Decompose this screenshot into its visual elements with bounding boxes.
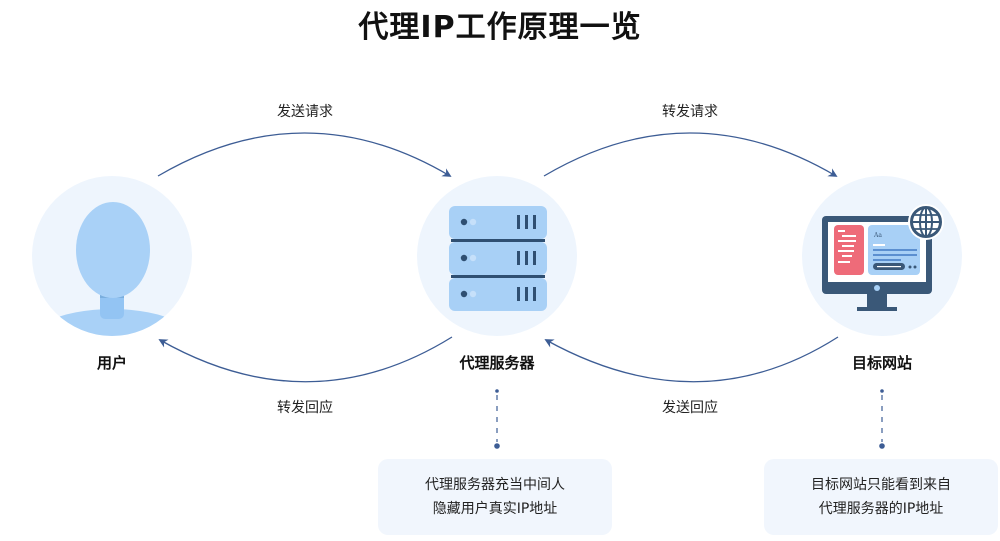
arrow-forward-response <box>158 336 453 383</box>
server-rack-icon <box>449 206 547 311</box>
user-node <box>32 176 192 336</box>
target-node: Aa <box>802 176 962 336</box>
target-label: 目标网站 <box>851 354 912 372</box>
edge-label-send-response: 发送回应 <box>662 400 718 416</box>
edge-label-forward-response: 转发回应 <box>277 400 333 416</box>
svg-text:Aa: Aa <box>873 232 882 239</box>
globe-icon <box>908 204 944 240</box>
target-note: 目标网站只能看到来自 代理服务器的IP地址 <box>764 459 998 535</box>
connector-proxy-note <box>494 389 500 449</box>
user-avatar-icon <box>32 202 192 336</box>
arrow-send-response <box>544 336 839 383</box>
arrow-send-request <box>157 132 452 177</box>
arrow-forward-request <box>543 132 838 177</box>
connector-target-note <box>879 389 885 449</box>
proxy-node <box>417 176 577 336</box>
proxy-note: 代理服务器充当中间人 隐藏用户真实IP地址 <box>378 459 612 535</box>
user-label: 用户 <box>96 354 127 372</box>
page-title: 代理IP工作原理一览 <box>358 10 642 45</box>
edge-label-forward-request: 转发请求 <box>662 104 718 120</box>
target-note-line1: 目标网站只能看到来自 <box>811 477 951 493</box>
proxy-label: 代理服务器 <box>459 354 535 372</box>
proxy-note-line1: 代理服务器充当中间人 <box>425 477 565 493</box>
target-note-line2: 代理服务器的IP地址 <box>818 501 944 517</box>
proxy-note-line2: 隐藏用户真实IP地址 <box>432 501 558 517</box>
edge-label-send-request: 发送请求 <box>277 104 333 120</box>
website-monitor-icon: Aa <box>822 204 944 311</box>
